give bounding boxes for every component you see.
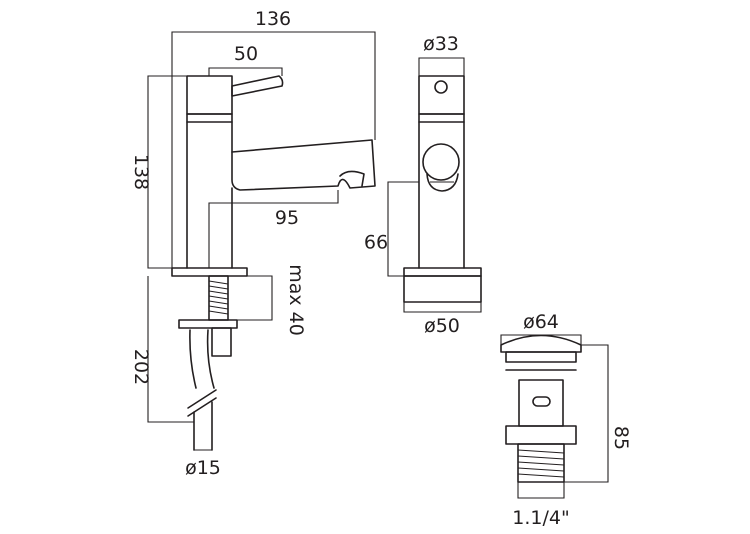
dimension-waste-height: 85	[610, 426, 632, 450]
tap-front-view	[403, 75, 482, 303]
dimension-base-diameter: ø50	[424, 315, 460, 337]
dimension-spout-height: 99	[364, 230, 388, 252]
dimension-tail-length: 202	[130, 349, 152, 385]
tap-side-view	[171, 75, 376, 451]
waste-view	[500, 334, 582, 483]
dimension-tail-diameter: ø15	[185, 457, 221, 479]
waste-thread-lines	[517, 449, 565, 478]
dimension-body-diameter: ø33	[423, 33, 459, 55]
dimension-tap-height: 138	[130, 154, 152, 190]
waste-dimension-lines	[500, 334, 609, 499]
dimension-max-deck: max 40	[285, 264, 307, 336]
front-view-dimension-lines	[387, 57, 482, 313]
thread-lines	[208, 280, 229, 315]
dimension-handle-width: 50	[234, 43, 258, 65]
side-view-dimension-lines	[147, 31, 376, 451]
dimension-waste-diameter: ø64	[523, 311, 559, 333]
dimension-tap-width: 136	[255, 8, 291, 30]
dimension-waste-thread: 1.1/4"	[512, 507, 569, 529]
dimension-spout-reach: 95	[275, 207, 299, 229]
